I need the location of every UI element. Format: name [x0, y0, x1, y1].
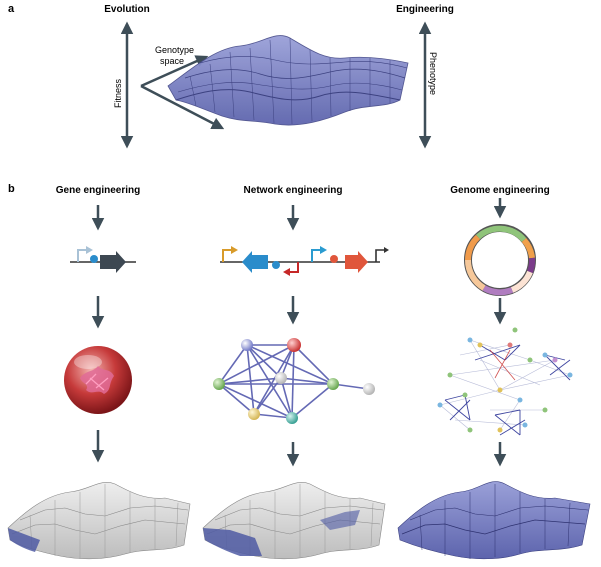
genotype-label-line1: Genotype — [155, 45, 194, 55]
engineering-heading: Engineering — [396, 4, 454, 15]
genome-engineering-heading: Genome engineering — [450, 185, 549, 196]
plasmid-ring-icon — [464, 224, 536, 296]
gene-construct-icon — [70, 246, 136, 273]
landscape-network — [202, 482, 386, 560]
gene-engineering-heading: Gene engineering — [56, 185, 140, 196]
network-construct-icon — [220, 246, 389, 276]
genotype-label-line2: space — [160, 56, 184, 66]
panel-a-label: a — [8, 3, 15, 15]
network-graph — [213, 338, 375, 424]
phenotype-axis-label: Phenotype — [428, 52, 438, 95]
genome-network — [437, 327, 573, 436]
landscape-genome — [397, 481, 591, 560]
panel-b-label: b — [8, 183, 15, 195]
protein-sphere-icon — [64, 346, 132, 414]
fitness-axis-label: Fitness — [113, 78, 123, 108]
landscape-gene — [7, 482, 191, 560]
genotype-arrow-upper — [140, 55, 209, 88]
evolution-heading: Evolution — [104, 4, 150, 15]
genotype-arrow-lower — [140, 84, 225, 130]
network-engineering-heading: Network engineering — [244, 185, 343, 196]
fitness-landscape-a — [167, 35, 409, 126]
